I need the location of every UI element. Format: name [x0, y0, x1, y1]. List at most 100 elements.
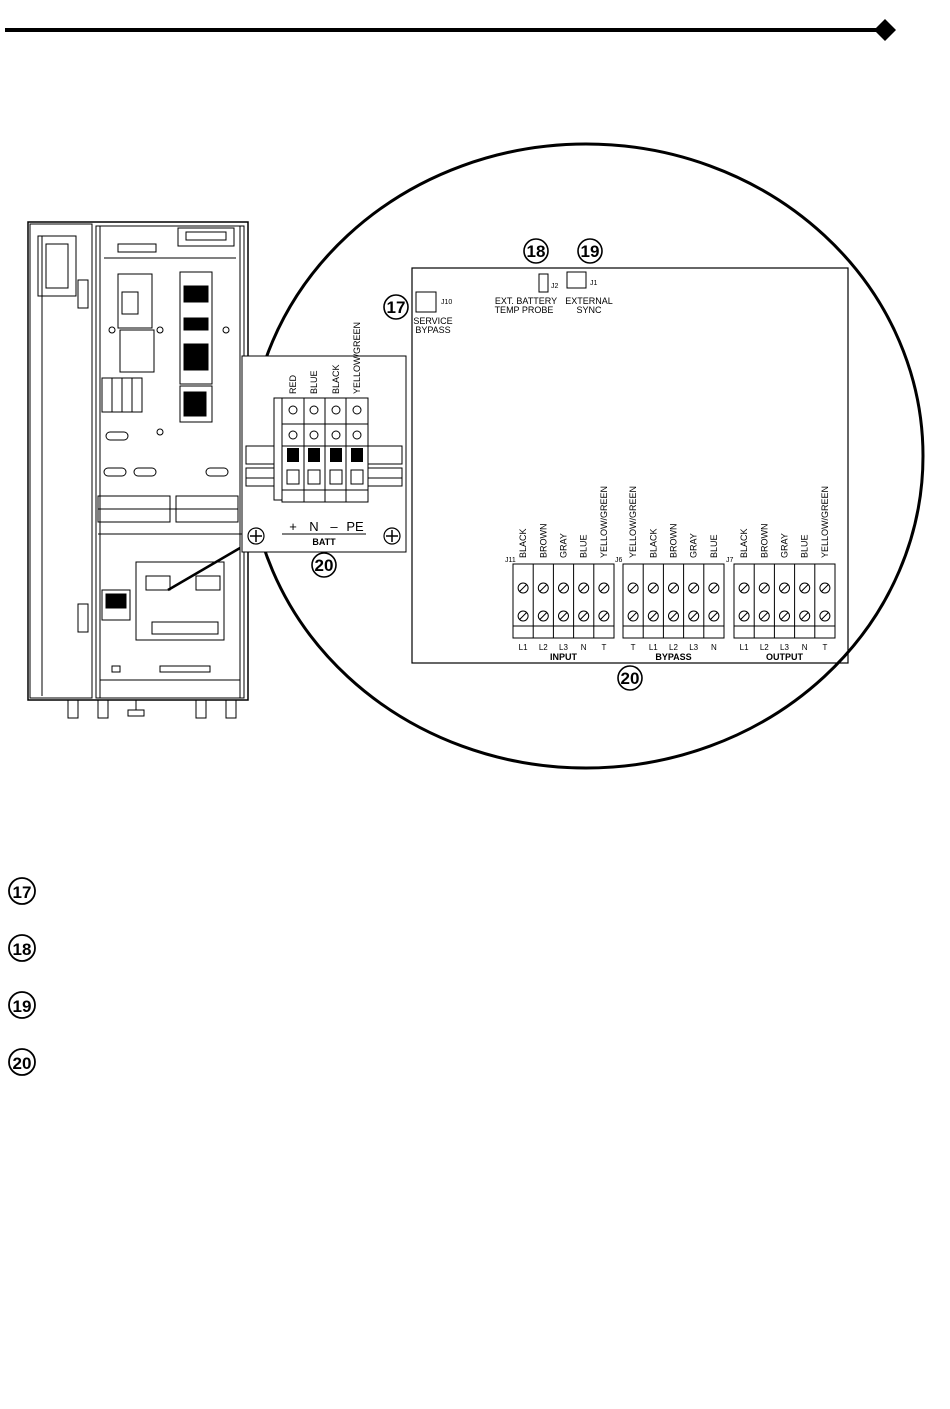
wire-color-label: BLUE	[579, 534, 589, 558]
external-sync-connector	[566, 271, 587, 289]
terminal-label: L2	[539, 643, 548, 652]
terminal-label: T	[631, 643, 636, 652]
terminal-screw-icon	[799, 582, 811, 594]
batt-wire-label: YELLOW/GREEN	[352, 322, 362, 394]
batt-terminal-label: PE	[346, 519, 364, 534]
terminal-screw-icon	[708, 582, 720, 594]
callout-20-board: 20	[617, 665, 643, 691]
wire-color-label: GRAY	[689, 533, 699, 558]
wire-color-label: YELLOW/GREEN	[599, 486, 609, 558]
ext-battery-connector	[538, 273, 549, 293]
wire-color-label: BLACK	[739, 528, 749, 558]
legend-item-20: 20	[8, 1048, 36, 1076]
terminal-screw-icon	[578, 582, 590, 594]
header-rule	[5, 19, 896, 41]
legend-item-17: 17	[8, 877, 36, 905]
wire-color-label: BLUE	[709, 534, 719, 558]
terminal-screw-icon	[668, 582, 679, 594]
wire-color-label: BLACK	[518, 528, 528, 558]
terminal-label: L3	[780, 643, 789, 652]
terminal-screw-icon	[738, 582, 750, 594]
terminal-label: N	[711, 643, 717, 652]
terminal-label: T	[822, 643, 827, 652]
batt-terminal-label: N	[309, 519, 318, 534]
terminal-screw-icon	[537, 582, 549, 594]
svg-text:20: 20	[621, 669, 640, 688]
wire-color-label: GRAY	[780, 533, 790, 558]
callout-17-board: 17	[383, 294, 409, 320]
service-bypass-switch	[415, 291, 437, 313]
batt-terminal-label: –	[330, 519, 338, 534]
terminal-group-title: BYPASS	[655, 652, 691, 662]
wire-color-label: BLACK	[648, 528, 658, 558]
terminal-screw-icon	[708, 610, 720, 622]
legend-item-18: 18	[8, 934, 36, 962]
terminal-screw-icon	[688, 610, 700, 622]
batt-wire-label: BLUE	[309, 370, 319, 394]
terminal-label: L3	[689, 643, 698, 652]
terminal-screw-icon	[668, 610, 679, 622]
terminal-block-output: J7BLACKL1BROWNL2GRAYL3BLUENYELLOW/GREENT…	[726, 486, 836, 662]
terminal-label: T	[601, 643, 606, 652]
terminal-screw-icon	[799, 610, 811, 622]
terminal-screw-icon	[558, 582, 569, 594]
mounting-screw-left	[247, 527, 265, 545]
ups-cabinet	[27, 221, 249, 719]
terminal-screw-icon	[819, 582, 831, 594]
terminal-label: L2	[760, 643, 769, 652]
svg-text:17: 17	[387, 298, 406, 317]
terminal-screw-icon	[578, 610, 590, 622]
ext-battery-line2: TEMP PROBE	[495, 305, 554, 315]
svg-text:17: 17	[13, 883, 32, 902]
terminal-screw-icon	[758, 610, 770, 622]
connector-label: J6	[615, 557, 623, 564]
wire-color-label: YELLOW/GREEN	[820, 486, 830, 558]
terminal-block-bypass: J6 YELLOW/GREEN T BLACK L1 BROWN L2 GRAY L3 BLUE N…	[615, 486, 725, 662]
svg-text:18: 18	[527, 242, 546, 261]
terminal-screw-icon	[598, 610, 610, 622]
terminal-screw-icon	[537, 610, 549, 622]
wire-color-label: BROWN	[669, 524, 679, 559]
connector-label: J11	[505, 557, 516, 564]
terminal-screw-icon	[517, 582, 529, 594]
terminal-group-title: OUTPUT	[766, 652, 804, 662]
main-board: J10 SERVICE BYPASS J2 EXT. BATTERY TEMP …	[411, 267, 849, 664]
terminal-screw-icon	[627, 582, 639, 594]
callout-20-battery: 20	[311, 552, 337, 578]
terminal-screw-icon	[598, 582, 610, 594]
terminal-screw-icon	[627, 610, 639, 622]
wire-color-label: BROWN	[759, 524, 769, 559]
terminal-label: N	[581, 643, 587, 652]
legend-item-19: 19	[8, 991, 36, 1019]
connector-label: J7	[726, 557, 734, 564]
terminal-label: N	[802, 643, 808, 652]
svg-text:18: 18	[13, 940, 32, 959]
terminal-screw-icon	[688, 582, 700, 594]
wire-color-label: GRAY	[559, 533, 569, 558]
mounting-screw-right	[383, 527, 401, 545]
terminal-group-title: INPUT	[550, 652, 578, 662]
batt-wire-label: RED	[288, 374, 298, 394]
svg-text:20: 20	[13, 1054, 32, 1073]
terminal-screw-icon	[819, 610, 831, 622]
legend: 17 18 19 20	[8, 877, 36, 1076]
terminal-label: L1	[649, 643, 658, 652]
external-sync-line2: SYNC	[576, 305, 602, 315]
ext-battery-line1: EXT. BATTERY	[495, 296, 557, 306]
service-bypass-line1: SERVICE	[413, 316, 452, 326]
wire-color-label: BROWN	[538, 524, 548, 559]
terminal-label: L2	[669, 643, 678, 652]
terminal-block-input: J11BLACKL1BROWNL2GRAYL3BLUENYELLOW/GREEN…	[505, 486, 615, 662]
batt-terminal-label: +	[289, 519, 297, 534]
j10-label: J10	[441, 299, 452, 306]
callout-18-board: 18	[523, 238, 549, 264]
wire-color-label: YELLOW/GREEN	[628, 486, 638, 558]
terminal-screw-icon	[758, 582, 770, 594]
callout-19-board: 19	[577, 238, 603, 264]
terminal-screw-icon	[647, 610, 659, 622]
terminal-screw-icon	[779, 582, 790, 594]
terminal-screw-icon	[558, 610, 569, 622]
battery-panel: RED BLUE BLACK YELLOW/GREEN + N – PE BAT…	[241, 322, 407, 553]
svg-text:19: 19	[13, 997, 32, 1016]
batt-title: BATT	[312, 537, 336, 547]
